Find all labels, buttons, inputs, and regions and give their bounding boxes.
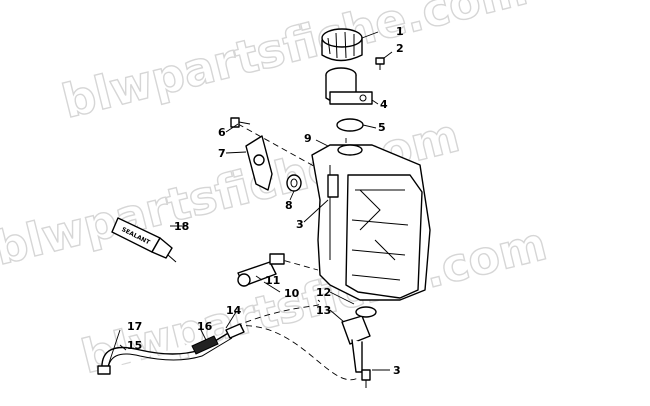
callout-17: 17 [127, 320, 142, 333]
fuel-hose [97, 323, 245, 375]
filler-neck [325, 67, 373, 105]
bolt-6 [230, 117, 251, 128]
callout-3-upper: 3 [296, 218, 304, 231]
callout-4: 4 [380, 98, 388, 111]
fuel-valve [237, 253, 285, 287]
callout-13: 13 [316, 304, 331, 317]
leader-lines [107, 31, 393, 371]
callout-14: 14 [226, 304, 242, 317]
callout-5: 5 [378, 121, 386, 134]
callout-3-lower: 3 [393, 364, 401, 377]
callout-16: 16 [197, 320, 213, 333]
callout-8: 8 [285, 199, 293, 212]
watermark-layer: blwpartsfiche.com blwpartsfiche.com blwp… [0, 0, 553, 385]
watermark-top: blwpartsfiche.com [57, 0, 533, 129]
callout-7: 7 [218, 147, 226, 160]
callout-10: 10 [284, 287, 300, 300]
o-ring-lower [355, 306, 377, 318]
o-ring-upper [336, 118, 364, 132]
grommet [286, 174, 302, 192]
callout-11: 11 [265, 274, 280, 287]
callout-2: 2 [396, 42, 404, 55]
outlet-fitting [341, 315, 371, 373]
fuel-tank [311, 144, 431, 301]
callout-6: 6 [218, 126, 226, 139]
callout-12: 12 [316, 286, 331, 299]
callout-15: 15 [127, 339, 142, 352]
callout-1: 1 [396, 25, 404, 38]
bracket [245, 135, 273, 191]
screw-lower [361, 369, 371, 388]
small-screw [375, 57, 385, 70]
filler-cap [321, 28, 363, 62]
callout-9: 9 [304, 132, 312, 145]
callout-18: 18 [174, 220, 189, 233]
callout-labels: 1 2 4 5 6 7 9 8 3 18 11 10 12 13 3 14 16… [127, 25, 404, 377]
